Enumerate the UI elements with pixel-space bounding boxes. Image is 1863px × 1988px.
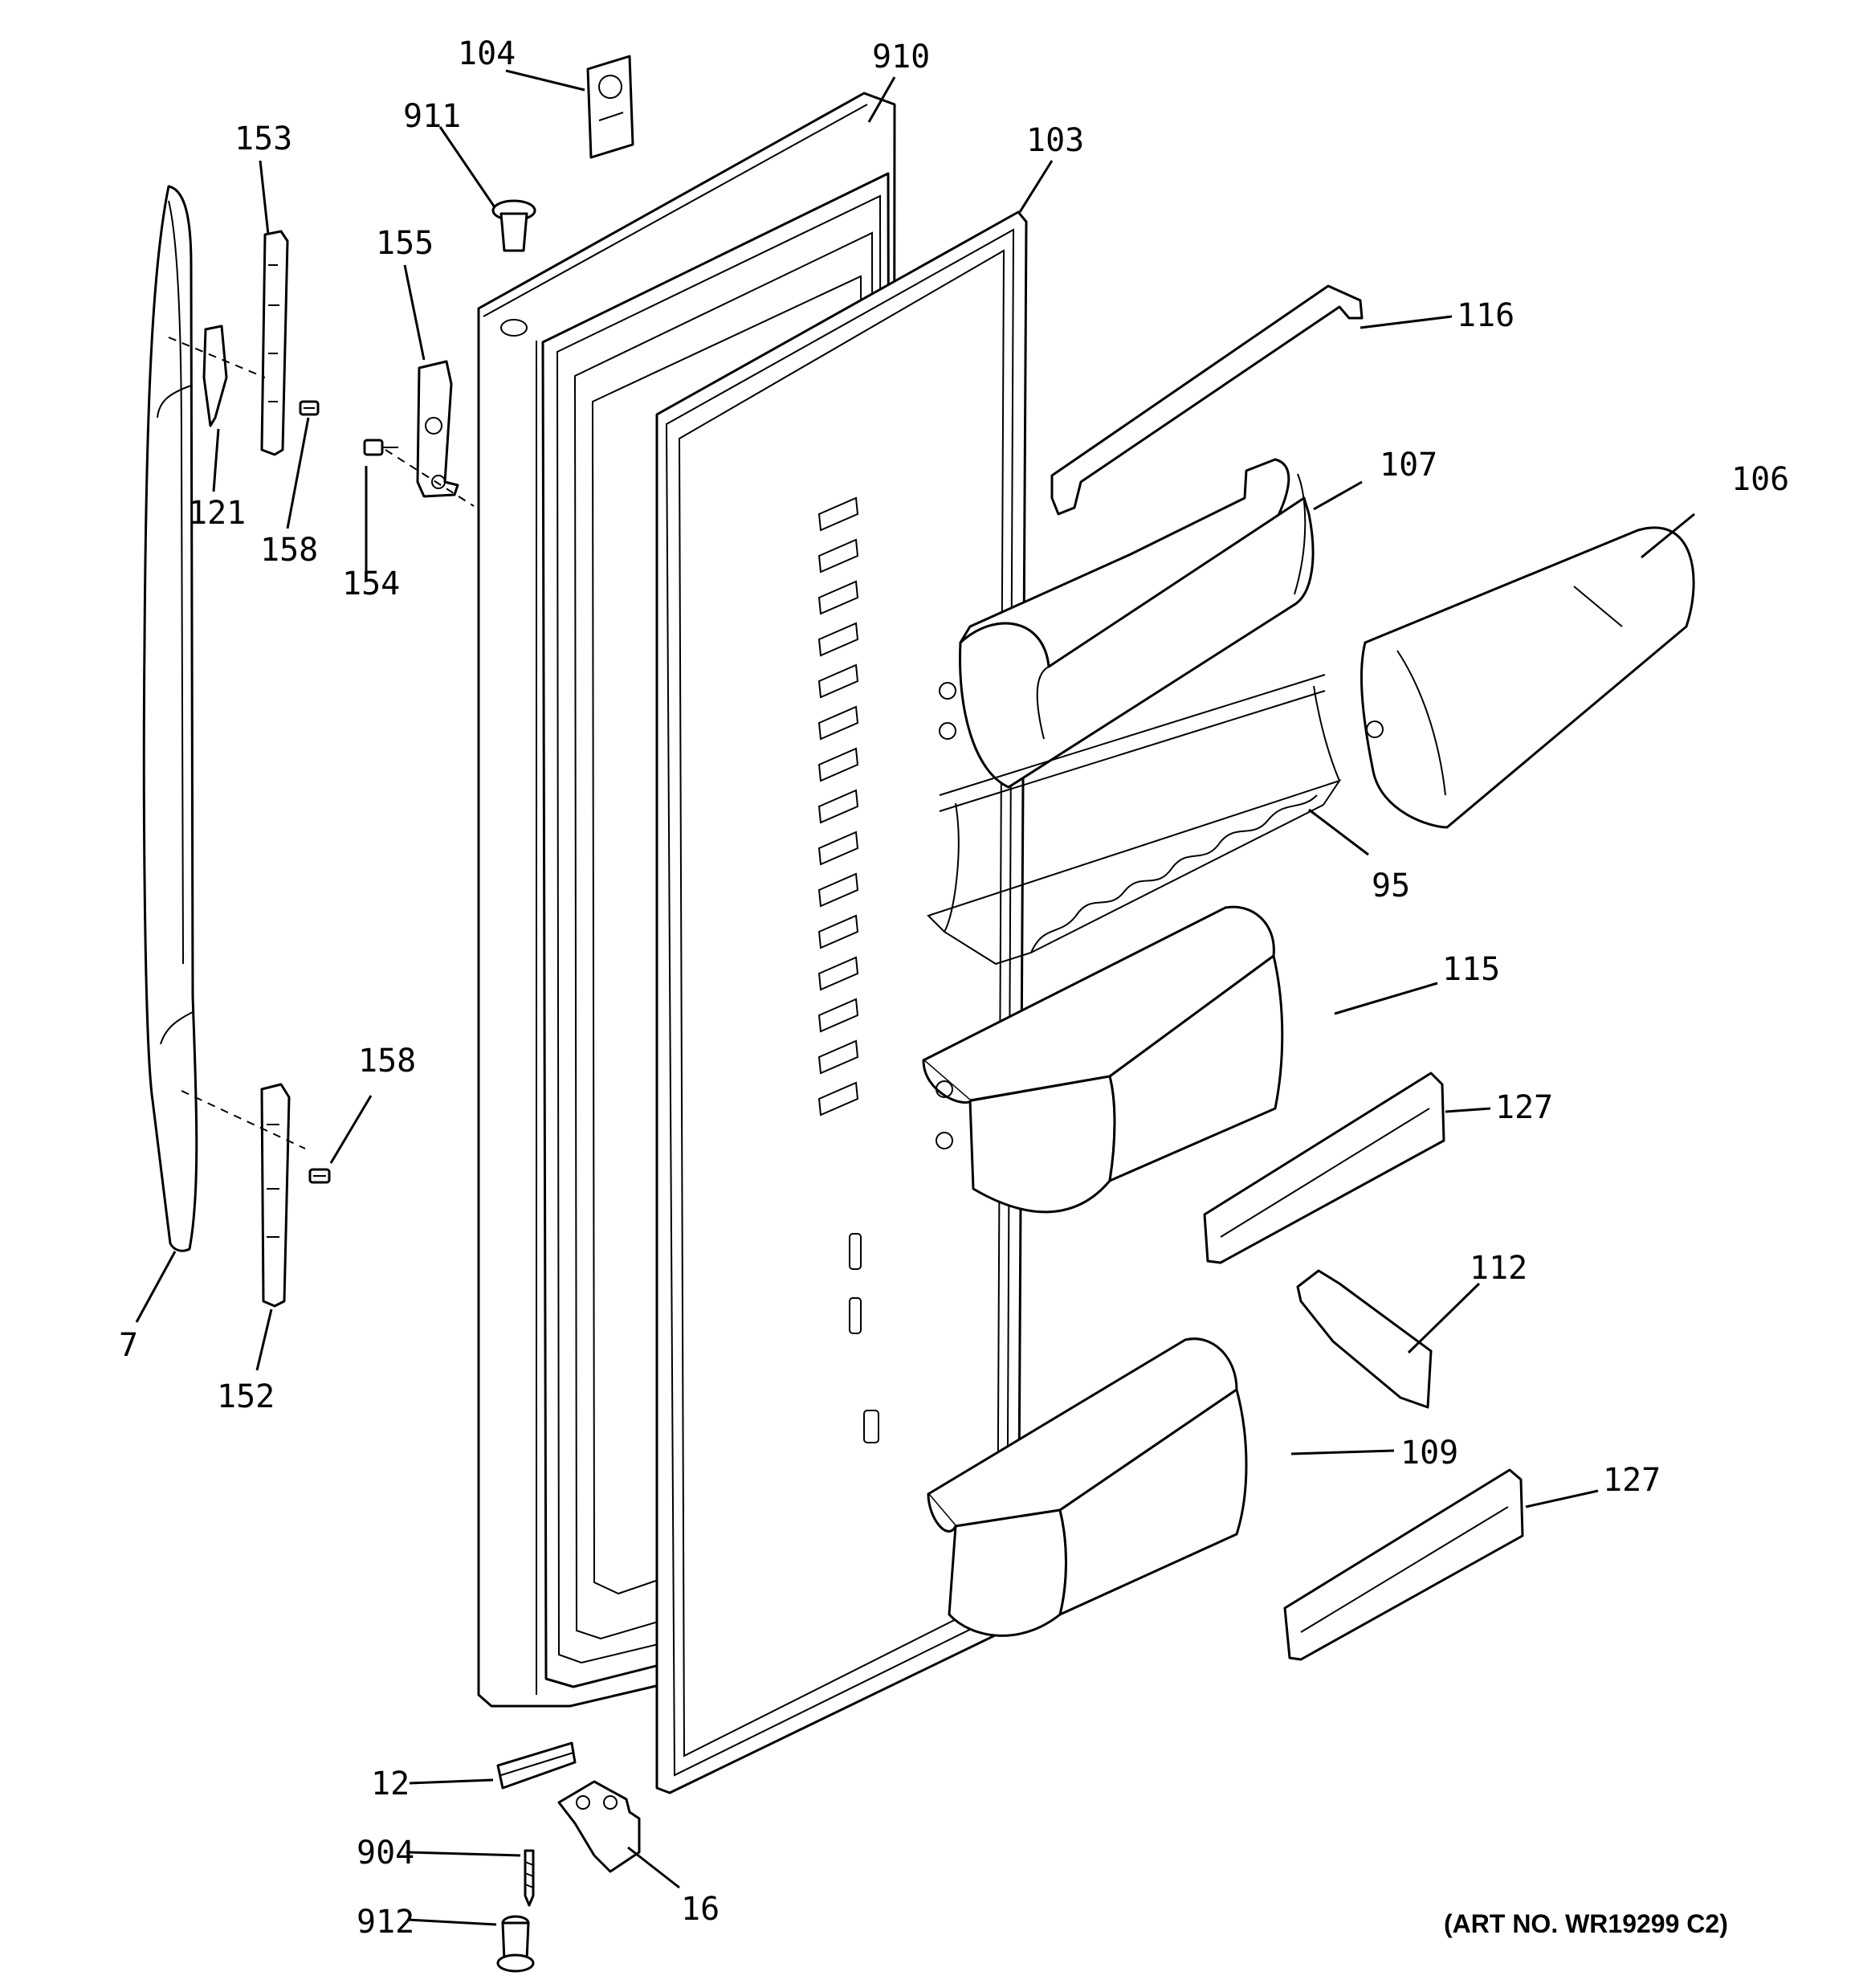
bottom-hinge: [557, 1780, 641, 1873]
wire-rack: [927, 674, 1342, 965]
callout-104: 104: [458, 35, 516, 72]
callout-153: 153: [234, 120, 292, 157]
lower-handle-mount: [181, 1083, 306, 1308]
callout-16: 16: [681, 1891, 720, 1928]
screw-158-upper: [299, 400, 320, 416]
callout-911: 911: [403, 98, 461, 135]
top-bushing: [491, 199, 536, 252]
callout-912: 912: [357, 1904, 414, 1941]
callout-158-lower: 158: [358, 1043, 416, 1080]
callout-904: 904: [357, 1835, 414, 1872]
callout-95: 95: [1372, 867, 1410, 904]
bottom-bushing: [496, 1915, 535, 1973]
bottom-hinge-bracket: [496, 1741, 577, 1790]
callout-127-upper: 127: [1495, 1089, 1553, 1126]
callout-154: 154: [342, 565, 400, 602]
callout-7: 7: [119, 1327, 138, 1364]
callout-115: 115: [1442, 951, 1500, 988]
top-hinge: [416, 360, 459, 498]
bin-front-lower: [1283, 1468, 1524, 1661]
callout-116: 116: [1457, 297, 1514, 334]
callout-152: 152: [217, 1378, 275, 1415]
door-handle: [142, 185, 198, 1252]
callout-112: 112: [1470, 1250, 1527, 1287]
callout-107: 107: [1380, 447, 1437, 484]
callout-121: 121: [188, 495, 246, 532]
upper-door-bin: [939, 458, 1315, 789]
screw-158-lower: [308, 1168, 331, 1184]
callout-12: 12: [371, 1766, 410, 1802]
callout-910: 910: [872, 39, 930, 76]
callout-127-lower: 127: [1603, 1462, 1661, 1499]
art-number: (ART NO. WR19299 C2): [1444, 1909, 1728, 1938]
callout-labels: 104 910 911 103 153 155 116 107 106 121 …: [119, 35, 1789, 1941]
bin-front-upper: [1203, 1072, 1445, 1264]
bin-divider-clip: [1296, 1269, 1433, 1409]
dairy-door: [1360, 526, 1695, 829]
screw-154: [363, 439, 398, 456]
callout-103: 103: [1026, 122, 1084, 159]
leader-lines: [135, 69, 1695, 1926]
callout-155: 155: [376, 225, 434, 262]
callout-158-upper: 158: [260, 532, 318, 569]
middle-door-bin: [922, 905, 1284, 1214]
lower-door-bin: [927, 1337, 1248, 1637]
screw-904: [524, 1849, 535, 1907]
upper-handle-mount: [168, 230, 289, 456]
shelf-supports: [817, 496, 879, 1443]
nameplate: [586, 55, 634, 159]
shelf-retainer-bar: [1050, 284, 1364, 516]
callout-109: 109: [1400, 1435, 1458, 1472]
callout-106: 106: [1731, 461, 1789, 498]
